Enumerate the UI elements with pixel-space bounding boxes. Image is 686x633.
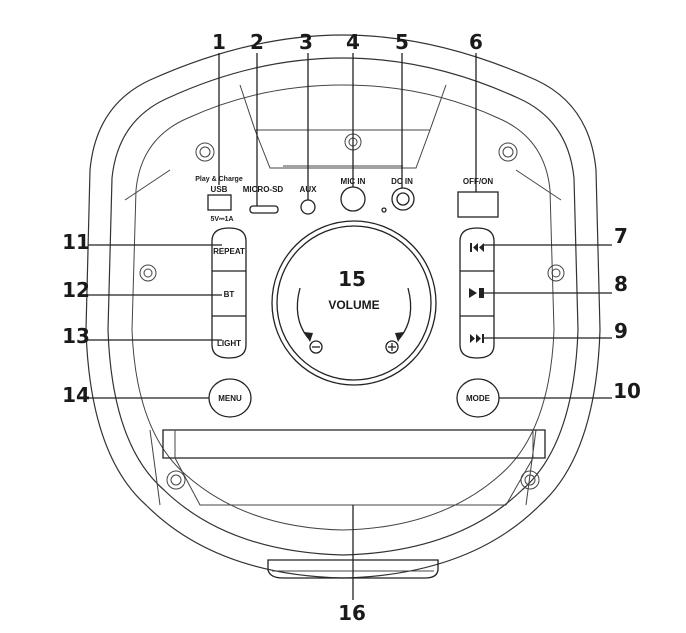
right-button-group [459, 227, 495, 359]
speaker-body-outline [85, 34, 601, 579]
mode-button[interactable]: MODE [466, 394, 491, 403]
callout-8: 8 [614, 272, 628, 296]
plus-icon[interactable] [385, 340, 399, 354]
callout-2: 2 [250, 30, 264, 54]
screw-bosses [139, 133, 565, 490]
callout-7: 7 [614, 224, 628, 248]
aux-jack[interactable] [300, 199, 316, 215]
bottom-handle[interactable] [267, 559, 439, 579]
micro-sd-slot[interactable] [249, 205, 279, 214]
minus-icon[interactable] [309, 340, 323, 354]
usb-spec-label: 5V⎓1A [210, 216, 233, 223]
callout-5: 5 [395, 30, 409, 54]
callout-3: 3 [299, 30, 313, 54]
callout-11: 11 [62, 230, 90, 254]
left-button-group: REPEAT BT LIGHT [211, 227, 247, 359]
callout-lines [88, 53, 612, 600]
ports-row: Play & Charge USB 5V⎓1A MICRO-SD AUX MIC… [195, 176, 499, 223]
bt-button[interactable]: BT [224, 290, 235, 299]
usb-port[interactable] [207, 194, 232, 211]
callout-9: 9 [614, 319, 628, 343]
callout-12: 12 [62, 278, 90, 302]
callout-4: 4 [346, 30, 360, 54]
micro-sd-label: MICRO-SD [243, 185, 284, 194]
previous-track-icon[interactable] [470, 243, 484, 252]
callout-numbers: 1 2 3 4 5 6 7 8 9 10 11 12 13 14 15 16 [62, 30, 641, 625]
callout-15: 15 [338, 267, 366, 291]
usb-label: USB [211, 185, 228, 194]
callout-6: 6 [469, 30, 483, 54]
indicator-led [381, 207, 387, 213]
bottom-bar [162, 429, 546, 579]
callout-13: 13 [62, 324, 90, 348]
volume-label: VOLUME [328, 298, 379, 312]
callout-10: 10 [613, 379, 641, 403]
callout-16: 16 [338, 601, 366, 625]
next-track-icon[interactable] [470, 334, 484, 343]
power-switch[interactable] [457, 191, 499, 218]
menu-button[interactable]: MENU [218, 394, 242, 403]
dc-in-jack-inner [396, 192, 410, 206]
mic-in-jack[interactable] [340, 186, 366, 212]
play-pause-icon[interactable] [469, 288, 484, 298]
callout-14: 14 [62, 383, 90, 407]
dc-in-jack[interactable] [391, 187, 415, 211]
light-button[interactable]: LIGHT [217, 339, 241, 348]
off-on-label: OFF/ON [463, 177, 493, 186]
volume-knob[interactable]: VOLUME [271, 220, 437, 386]
callout-1: 1 [212, 30, 226, 54]
repeat-button[interactable]: REPEAT [213, 247, 245, 256]
